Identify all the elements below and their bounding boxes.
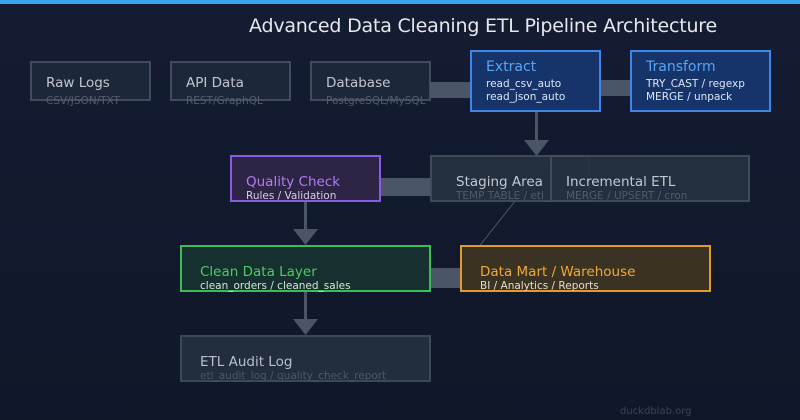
data-mart-node[interactable]: Data Mart / Warehouse BI / Analytics / R… [460,245,711,292]
incremental-etl-title: Incremental ETL [566,174,676,190]
quality-check-title: Quality Check [246,174,341,190]
connector-clean-audit-line [304,291,307,321]
api-data-title: API Data [186,75,244,91]
connector-database-extract [430,82,472,98]
incremental-etl-node[interactable]: Incremental ETL MERGE / UPSERT / cron [550,155,750,202]
raw-logs-subtitle: CSV/JSON/TXT [46,95,120,107]
transform-title: Transform [646,59,716,75]
raw-logs-title: Raw Logs [46,75,110,91]
quality-check-subtitle: Rules / Validation [246,190,337,202]
staging-area-subtitle: TEMP TABLE / etl_ [456,190,550,202]
data-mart-subtitle: BI / Analytics / Reports [480,280,599,292]
extract-node[interactable]: Extract read_csv_auto read_json_auto [470,50,601,112]
quality-check-node[interactable]: Quality Check Rules / Validation [230,155,381,202]
watermark: duckdblab.org [620,406,692,417]
etl-audit-log-node[interactable]: ETL Audit Log etl_audit_log / quality_ch… [180,335,431,382]
database-node[interactable]: Database PostgreSQL/MySQL [310,61,431,107]
diagram-title: Advanced Data Cleaning ETL Pipeline Arch… [249,15,717,37]
raw-logs-node[interactable]: Raw Logs CSV/JSON/TXT [30,61,151,107]
connector-extract-staging-arrow [524,140,549,156]
api-data-node[interactable]: API Data REST/GraphQL [170,61,291,107]
transform-subtitle-1: TRY_CAST / regexp [646,78,745,90]
connector-extract-transform [600,80,630,96]
data-mart-title: Data Mart / Warehouse [480,264,636,280]
connector-clean-mart [430,268,460,288]
clean-data-layer-title: Clean Data Layer [200,264,317,280]
database-subtitle: PostgreSQL/MySQL [326,95,426,107]
connector-quality-clean-line [304,201,307,231]
etl-audit-log-title: ETL Audit Log [200,354,293,370]
clean-data-layer-subtitle: clean_orders / cleaned_sales [200,280,351,292]
connector-quality-clean-arrow [293,229,318,245]
transform-node[interactable]: Transform TRY_CAST / regexp MERGE / unpa… [630,50,771,112]
clean-data-layer-node[interactable]: Clean Data Layer clean_orders / cleaned_… [180,245,431,292]
api-data-subtitle: REST/GraphQL [186,95,263,107]
staging-area-title: Staging Area [456,174,543,190]
connector-clean-audit-arrow [293,319,318,335]
extract-subtitle-2: read_json_auto [486,91,566,103]
connector-extract-staging-line [535,112,538,142]
etl-audit-log-subtitle: etl_audit_log / quality_check_report [200,370,387,382]
top-accent-bar [0,0,800,4]
extract-title: Extract [486,59,537,75]
database-title: Database [326,75,391,91]
connector-staging-quality [381,178,431,196]
incremental-etl-subtitle: MERGE / UPSERT / cron [566,190,688,202]
extract-subtitle-1: read_csv_auto [486,78,562,90]
transform-subtitle-2: MERGE / unpack [646,91,733,103]
